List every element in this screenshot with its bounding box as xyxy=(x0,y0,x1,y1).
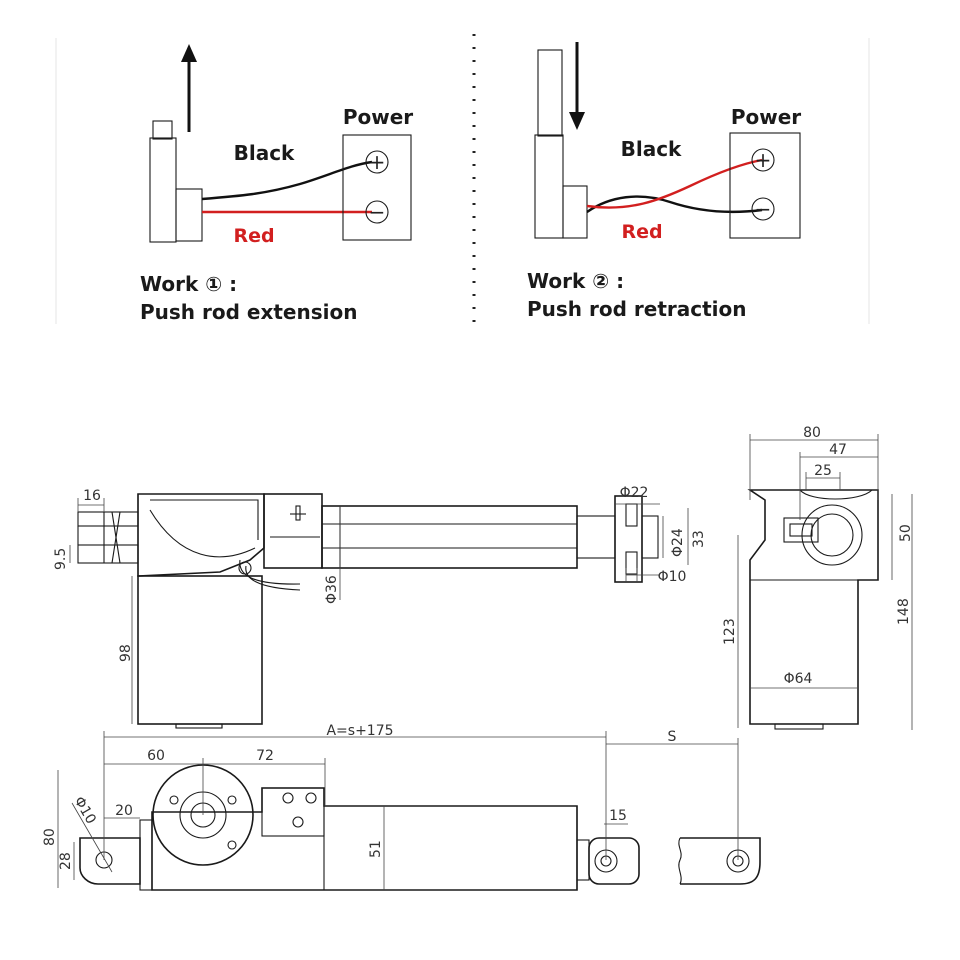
dim-47: 47 xyxy=(829,442,847,458)
end-view: 80 47 25 50 148 123 Φ64 xyxy=(722,425,914,730)
wiring-extension: + − Power Black Red Work ① : Push rod ex… xyxy=(140,44,413,324)
dim-80: 80 xyxy=(803,425,821,441)
power-supply: + − xyxy=(729,132,801,239)
wiring-retraction: + − Power Black Red Work ② : Push rod re… xyxy=(527,42,801,321)
plus-terminal: + xyxy=(755,148,772,172)
dim-phi36: Φ36 xyxy=(324,575,340,604)
dim-phi10: Φ10 xyxy=(658,569,687,585)
black-wire-label: Black xyxy=(234,141,295,165)
black-wire-label: Black xyxy=(621,137,682,161)
dim-20: 20 xyxy=(115,803,133,819)
dim-123: 123 xyxy=(722,618,738,645)
wiring-panel: + − Power Black Red Work ① : Push rod ex… xyxy=(55,34,870,326)
work-title: Work ① : xyxy=(140,272,237,296)
dim-9-5: 9.5 xyxy=(53,548,69,570)
actuator-extended-icon xyxy=(149,120,203,243)
dim-148: 148 xyxy=(896,598,912,625)
black-wire xyxy=(586,195,763,214)
minus-terminal: − xyxy=(755,197,772,221)
dim-25: 25 xyxy=(814,463,832,479)
dim-phi22: Φ22 xyxy=(620,485,649,501)
side-view: 16 9.5 98 Φ36 Φ22 Φ24 33 Φ10 xyxy=(53,485,707,729)
plus-terminal: + xyxy=(369,150,386,174)
dim-a: A=s+175 xyxy=(326,723,393,739)
dim-60: 60 xyxy=(147,748,165,764)
dim-phi10: Φ10 xyxy=(71,794,99,827)
power-label: Power xyxy=(343,105,413,129)
dim-98: 98 xyxy=(118,644,134,662)
work-description: Push rod extension xyxy=(140,300,357,324)
power-label: Power xyxy=(731,105,801,129)
dim-phi24: Φ24 xyxy=(670,528,686,557)
dim-16: 16 xyxy=(83,488,101,504)
black-wire xyxy=(201,160,373,201)
red-wire-label: Red xyxy=(621,221,662,243)
dim-28: 28 xyxy=(58,852,74,870)
dim-33: 33 xyxy=(691,530,707,548)
minus-terminal: − xyxy=(369,200,386,224)
dim-72: 72 xyxy=(256,748,274,764)
power-supply: + − xyxy=(342,134,412,241)
red-wire xyxy=(586,158,763,209)
actuator-retracted-icon xyxy=(534,49,588,239)
work-description: Push rod retraction xyxy=(527,297,746,321)
dim-50: 50 xyxy=(898,524,914,542)
dim-51: 51 xyxy=(368,840,384,858)
red-wire-label: Red xyxy=(233,225,274,247)
dim-80: 80 xyxy=(42,828,58,846)
arrow-down-icon xyxy=(569,42,585,130)
dim-s: S xyxy=(668,729,677,745)
dim-phi64: Φ64 xyxy=(784,671,813,687)
work-title: Work ② : xyxy=(527,269,624,293)
top-view: A=s+175 S 60 72 20 Φ10 80 28 51 15 xyxy=(42,723,761,891)
dim-15: 15 xyxy=(609,808,627,824)
arrow-up-icon xyxy=(181,44,197,132)
